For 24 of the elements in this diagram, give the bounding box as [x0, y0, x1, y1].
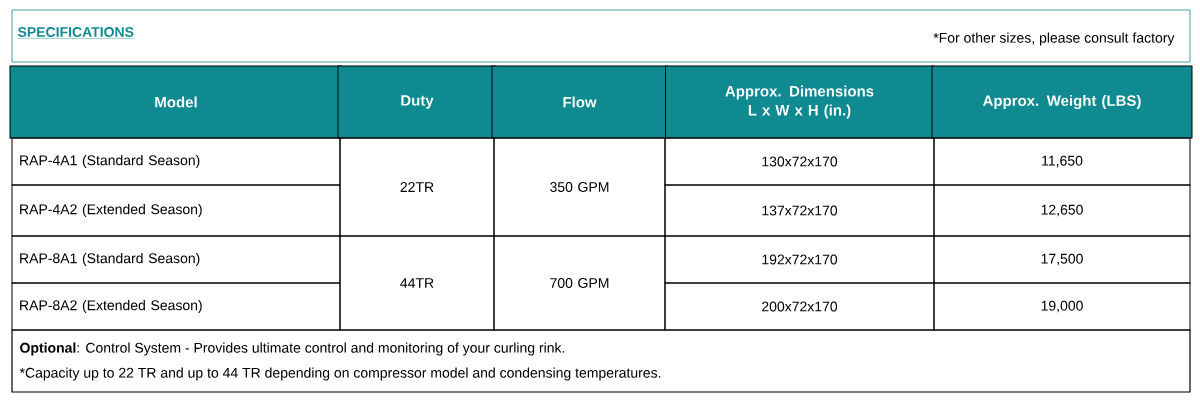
section-heading: SPECIFICATIONS — [17, 27, 135, 39]
table-cell: 700 GPM — [493, 235, 666, 331]
note: *For other sizes, please consult factory — [933, 32, 1175, 46]
note: *Capacity up to 22 TR and up to 44 TR depending on compressor model and condensing temperatures. — [19, 367, 661, 381]
table-cell: RAP-8A2 (Extended Season) — [11, 282, 341, 331]
table-cell: 17,500 — [933, 235, 1191, 284]
header-cell: Approx. Dimensions L x W x H (in.) — [665, 65, 934, 139]
table-cell: RAP-4A1 (Standard Season) — [11, 137, 341, 186]
table-cell: RAP-4A2 (Extended Season) — [11, 184, 341, 237]
table-cell: 200x72x170 — [664, 282, 935, 331]
table-cell: 44TR — [339, 235, 495, 331]
table-cell: 350 GPM — [493, 137, 666, 237]
note: Optional: Control System - Provides ultimate control and monitoring of your curling rink. — [20, 342, 565, 356]
table-cell: 137x72x170 — [664, 184, 935, 237]
header-cell: Duty — [337, 65, 497, 139]
header-cell: Approx. Weight (LBS) — [931, 65, 1193, 139]
table-cell: 130x72x170 — [664, 137, 935, 186]
header-cell: Flow — [491, 65, 668, 139]
table-cell: 19,000 — [933, 282, 1191, 331]
table-cell: 12,650 — [933, 184, 1191, 237]
table-cell: 11,650 — [933, 137, 1191, 186]
table-cell: 192x72x170 — [664, 235, 935, 284]
table-cell: 22TR — [339, 137, 495, 237]
table-cell: RAP-8A1 (Standard Season) — [11, 235, 341, 284]
